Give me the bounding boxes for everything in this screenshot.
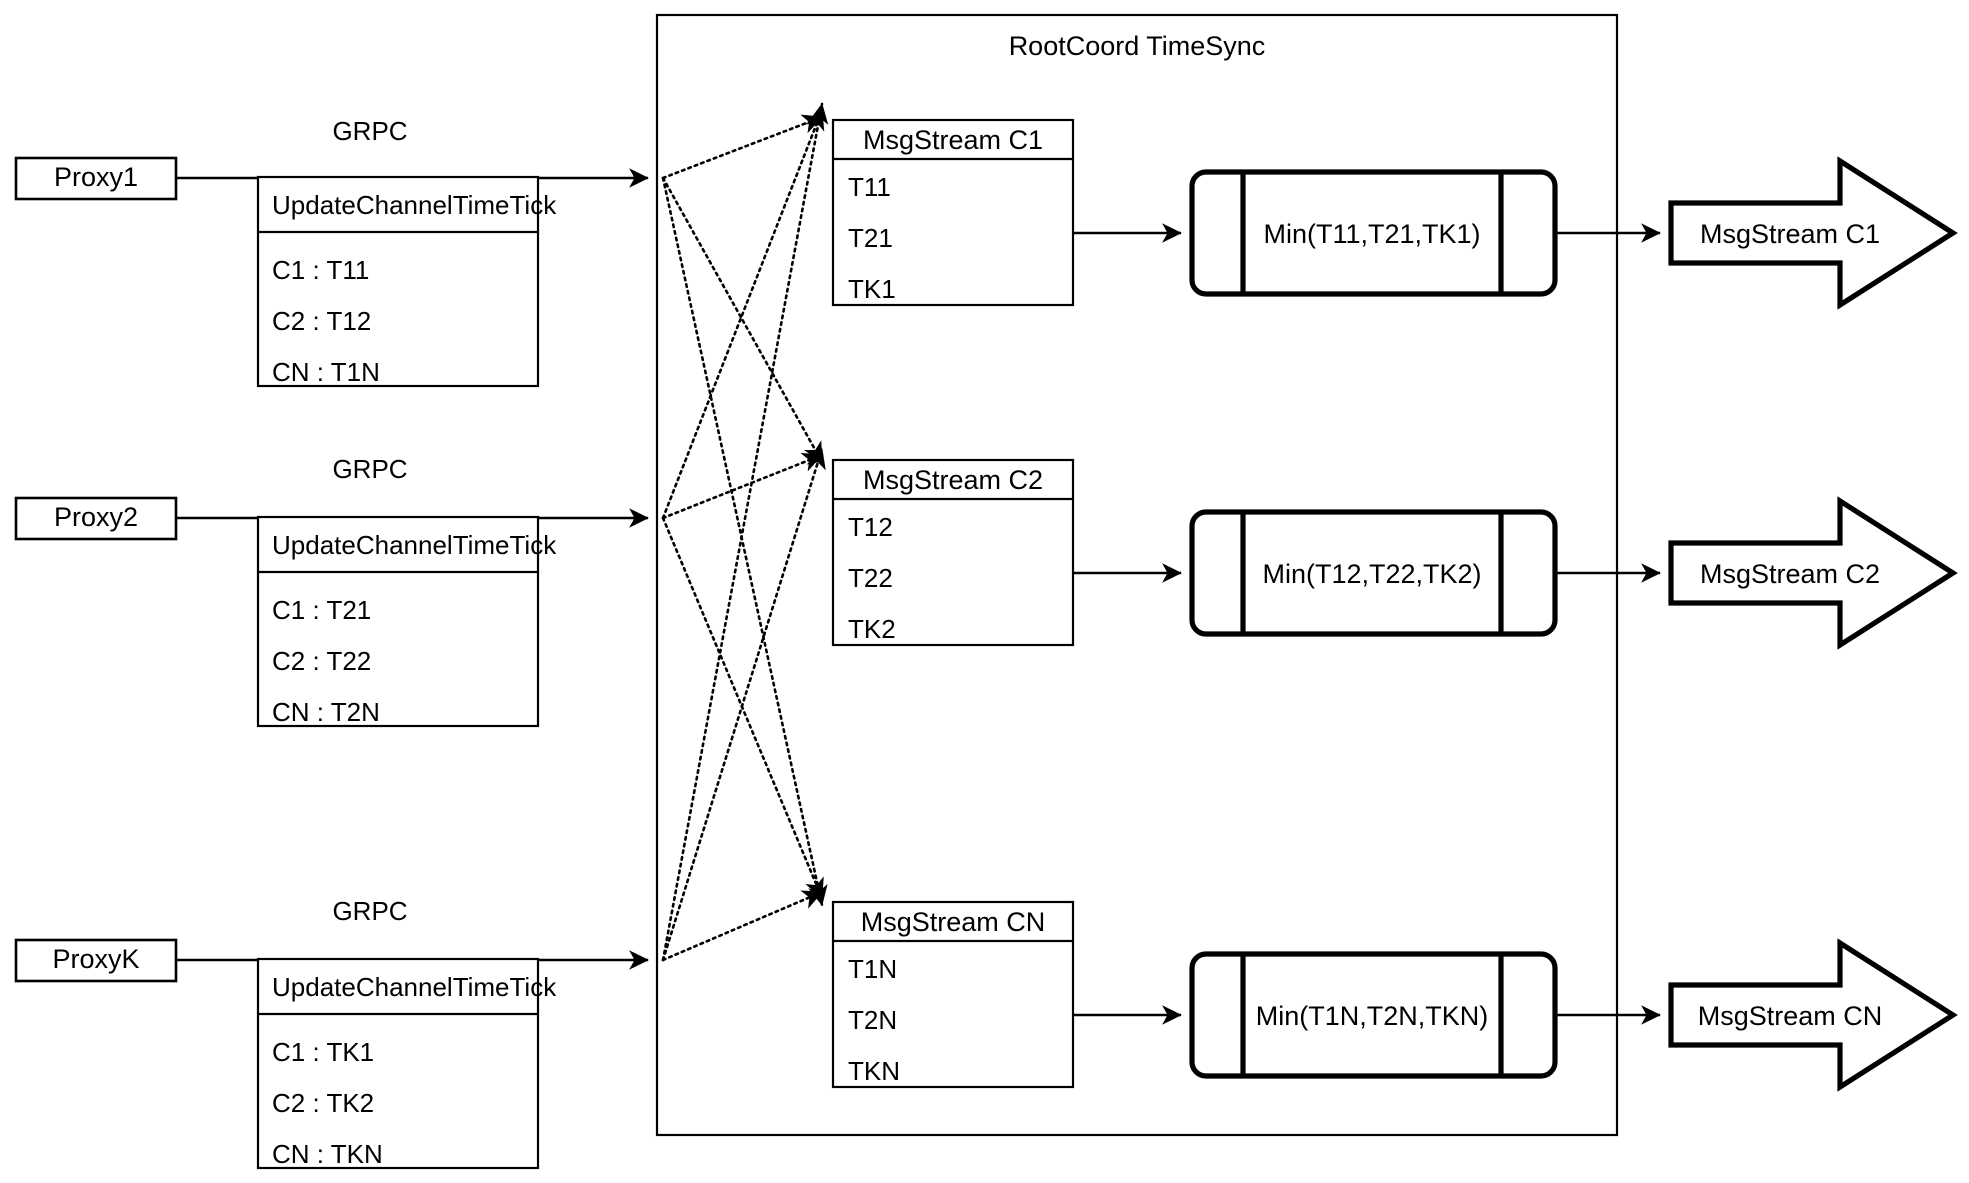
msgstream-tick-1-0: T11 bbox=[848, 172, 891, 202]
msgstream-box-2 bbox=[831, 458, 1075, 647]
msgstream-title-1: MsgStream C1 bbox=[863, 125, 1043, 155]
dotted-edge-pk-c2 bbox=[661, 447, 826, 962]
proxy-box-3[interactable] bbox=[14, 938, 178, 983]
rpc-box-2 bbox=[256, 515, 540, 728]
rpc-box-3 bbox=[256, 957, 540, 1170]
proxy-box-1[interactable] bbox=[14, 156, 178, 201]
msgstream-tick-3-2: TKN bbox=[848, 1056, 900, 1086]
dotted-fanout-group bbox=[661, 102, 829, 962]
msgstream-tick-1-2: TK1 bbox=[848, 274, 896, 304]
rpc-row-2-2: CN : T2N bbox=[272, 697, 380, 727]
dotted-edge-p2-c2 bbox=[661, 452, 824, 520]
proxy-label-1: Proxy1 bbox=[54, 162, 138, 192]
grpc-label-1: GRPC bbox=[332, 116, 407, 146]
output-label-3: MsgStream CN bbox=[1698, 1001, 1883, 1031]
min-label-1: Min(T11,T21,TK1) bbox=[1263, 219, 1480, 249]
msgstream-tick-1-1: T21 bbox=[848, 223, 893, 253]
rpc-title-1: UpdateChannelTimeTick bbox=[272, 190, 557, 220]
rpc-row-1-2: CN : T1N bbox=[272, 357, 380, 387]
min-label-2: Min(T12,T22,TK2) bbox=[1262, 559, 1481, 589]
rpc-row-3-0: C1 : TK1 bbox=[272, 1037, 374, 1067]
rpc-title-2: UpdateChannelTimeTick bbox=[272, 530, 557, 560]
dotted-edge-pk-c1 bbox=[661, 102, 829, 962]
msgstream-title-3: MsgStream CN bbox=[861, 907, 1046, 937]
output-label-1: MsgStream C1 bbox=[1700, 219, 1880, 249]
output-block-arrow-1[interactable] bbox=[1668, 156, 1958, 310]
msgstream-tick-2-2: TK2 bbox=[848, 614, 896, 644]
msgstream-box-3 bbox=[831, 900, 1075, 1089]
grpc-label-3: GRPC bbox=[332, 896, 407, 926]
min-label-3: Min(T1N,T2N,TKN) bbox=[1256, 1001, 1489, 1031]
rpc-box-1 bbox=[256, 175, 540, 388]
rpc-title-3: UpdateChannelTimeTick bbox=[272, 972, 557, 1002]
proxy-label-3: ProxyK bbox=[52, 944, 139, 974]
rpc-row-3-2: CN : TKN bbox=[272, 1139, 383, 1169]
output-block-arrow-2[interactable] bbox=[1668, 496, 1958, 650]
rpc-row-1-1: C2 : T12 bbox=[272, 306, 371, 336]
proxy-label-2: Proxy2 bbox=[54, 502, 138, 532]
dotted-edge-p1-cn bbox=[661, 176, 828, 907]
dotted-edge-p1-c1 bbox=[661, 114, 824, 180]
output-label-2: MsgStream C2 bbox=[1700, 559, 1880, 589]
dotted-edge-p2-cn bbox=[661, 516, 824, 900]
proxy-box-2[interactable] bbox=[14, 496, 178, 541]
dotted-edge-p1-c2 bbox=[661, 176, 824, 464]
msgstream-tick-2-0: T12 bbox=[848, 512, 893, 542]
output-block-arrow-3[interactable] bbox=[1668, 938, 1958, 1092]
dotted-edge-p2-c1 bbox=[661, 108, 825, 520]
msgstream-tick-3-1: T2N bbox=[848, 1005, 897, 1035]
msgstream-tick-3-0: T1N bbox=[848, 954, 897, 984]
container-title: RootCoord TimeSync bbox=[1009, 31, 1266, 61]
msgstream-tick-2-1: T22 bbox=[848, 563, 893, 593]
grpc-label-2: GRPC bbox=[332, 454, 407, 484]
dotted-edge-pk-cn bbox=[661, 890, 824, 962]
rpc-row-3-1: C2 : TK2 bbox=[272, 1088, 374, 1118]
msgstream-box-1 bbox=[831, 118, 1075, 307]
rpc-row-2-1: C2 : T22 bbox=[272, 646, 371, 676]
msgstream-title-2: MsgStream C2 bbox=[863, 465, 1043, 495]
rpc-row-1-0: C1 : T11 bbox=[272, 255, 369, 285]
rpc-row-2-0: C1 : T21 bbox=[272, 595, 371, 625]
